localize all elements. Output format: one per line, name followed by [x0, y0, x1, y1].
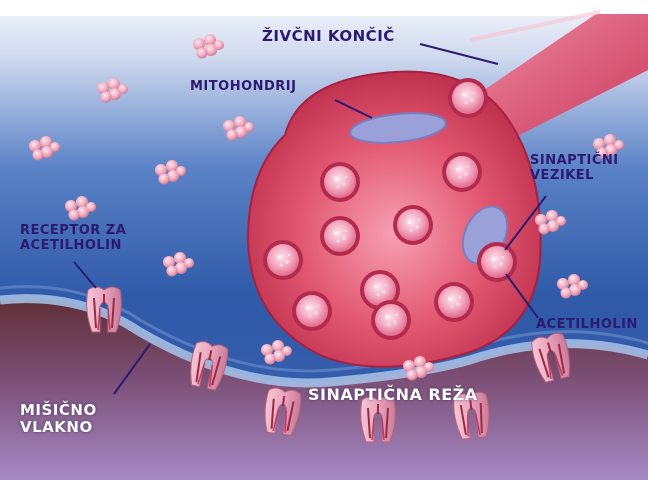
- vesicle-icon: [292, 291, 332, 331]
- vesicle-icon: [477, 242, 517, 282]
- label-muscle-fiber-line1: MIŠIČNO: [20, 402, 97, 419]
- vesicle-icon: [320, 162, 360, 202]
- label-acetylcholine: ACETILHOLIN: [536, 318, 638, 333]
- label-nerve-ending: ŽIVČNI KONČIČ: [262, 28, 395, 45]
- vesicle-icon: [442, 152, 482, 192]
- label-synaptic-vesicle: SINAPTIČNI VEZIKEL: [530, 154, 619, 184]
- label-receptor: RECEPTOR ZA ACETILHOLIN: [20, 224, 126, 254]
- vesicle-icon: [371, 300, 411, 340]
- vesicle-icon: [434, 282, 474, 322]
- vesicle-icon: [263, 240, 303, 280]
- vesicle-icon: [393, 205, 433, 245]
- vesicle-icon: [448, 78, 488, 118]
- label-synaptic-cleft: SINAPTIČNA REŽA: [308, 386, 478, 404]
- label-synaptic-vesicle-line2: VEZIKEL: [530, 169, 619, 184]
- label-receptor-line1: RECEPTOR ZA: [20, 224, 126, 239]
- label-mitochondrion: MITOHONDRIJ: [190, 80, 296, 95]
- label-muscle-fiber-line2: VLAKNO: [20, 419, 97, 436]
- label-muscle-fiber: MIŠIČNO VLAKNO: [20, 402, 97, 437]
- label-receptor-line2: ACETILHOLIN: [20, 239, 126, 254]
- label-synaptic-vesicle-line1: SINAPTIČNI: [530, 154, 619, 169]
- vesicle-icon: [320, 216, 360, 256]
